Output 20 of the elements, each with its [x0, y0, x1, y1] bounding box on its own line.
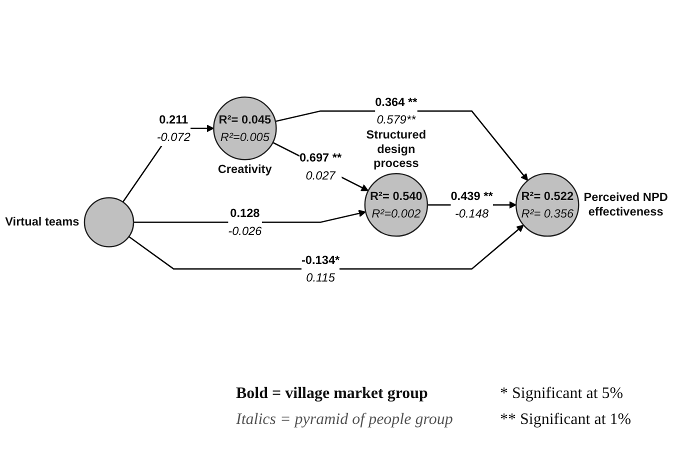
arrow [272, 142, 369, 192]
edge-label: 0.697 ** 0.027 [299, 150, 342, 182]
node-circle: R²= 0.540 R²=0.002 [364, 173, 428, 237]
node-caption: Virtual teams [5, 214, 80, 229]
legend-entry: Bold = village market group [236, 384, 428, 404]
footnote: * Significant at 5% [500, 384, 624, 404]
node-caption: Creativity [218, 162, 272, 176]
node-circle: R²= 0.522 R²= 0.356 [516, 173, 580, 237]
edge-label: 0.364 ** 0.579** [375, 94, 418, 126]
edge-label: 0.211 -0.072 [156, 112, 190, 144]
node-circle [84, 197, 134, 248]
legend-entry: Italics = pyramid of people group [236, 410, 453, 430]
edge-label: 0.128 -0.026 [228, 206, 262, 238]
edge-label: -0.134* 0.115 [301, 252, 340, 284]
arrow [128, 224, 524, 270]
node-caption: Perceived NPD effectiveness [584, 190, 668, 218]
footnote: ** Significant at 1% [500, 410, 632, 430]
edge-label: 0.439 ** -0.148 [450, 188, 493, 220]
node-caption: Structured design process [366, 127, 426, 170]
node-circle: R²= 0.045 R²=0.005 [213, 96, 277, 160]
